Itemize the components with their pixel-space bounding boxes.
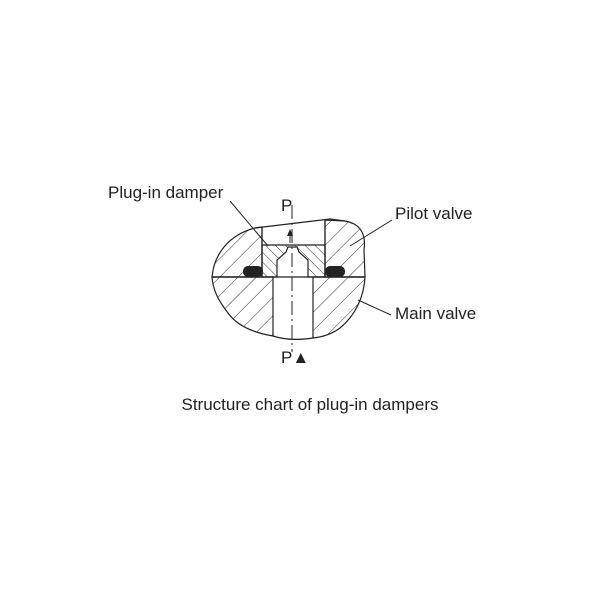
label-pilot-valve: Pilot valve: [395, 204, 473, 223]
leader-pilot-valve: [349, 219, 393, 247]
label-main-valve: Main valve: [395, 304, 477, 323]
main-valve-body: [211, 276, 366, 339]
label-port-top: P: [281, 196, 293, 215]
label-plug-in-damper: Plug-in damper: [108, 183, 224, 202]
plug-in-damper: [261, 244, 326, 278]
o-ring-right: [325, 266, 345, 277]
o-ring-left: [243, 266, 263, 277]
leader-main-valve: [357, 299, 392, 316]
label-port-bottom: P▲: [281, 348, 310, 367]
flow-arrow-icon: [287, 229, 293, 236]
caption: Structure chart of plug-in dampers: [181, 395, 439, 414]
leader-plug-in-damper: [229, 200, 269, 247]
